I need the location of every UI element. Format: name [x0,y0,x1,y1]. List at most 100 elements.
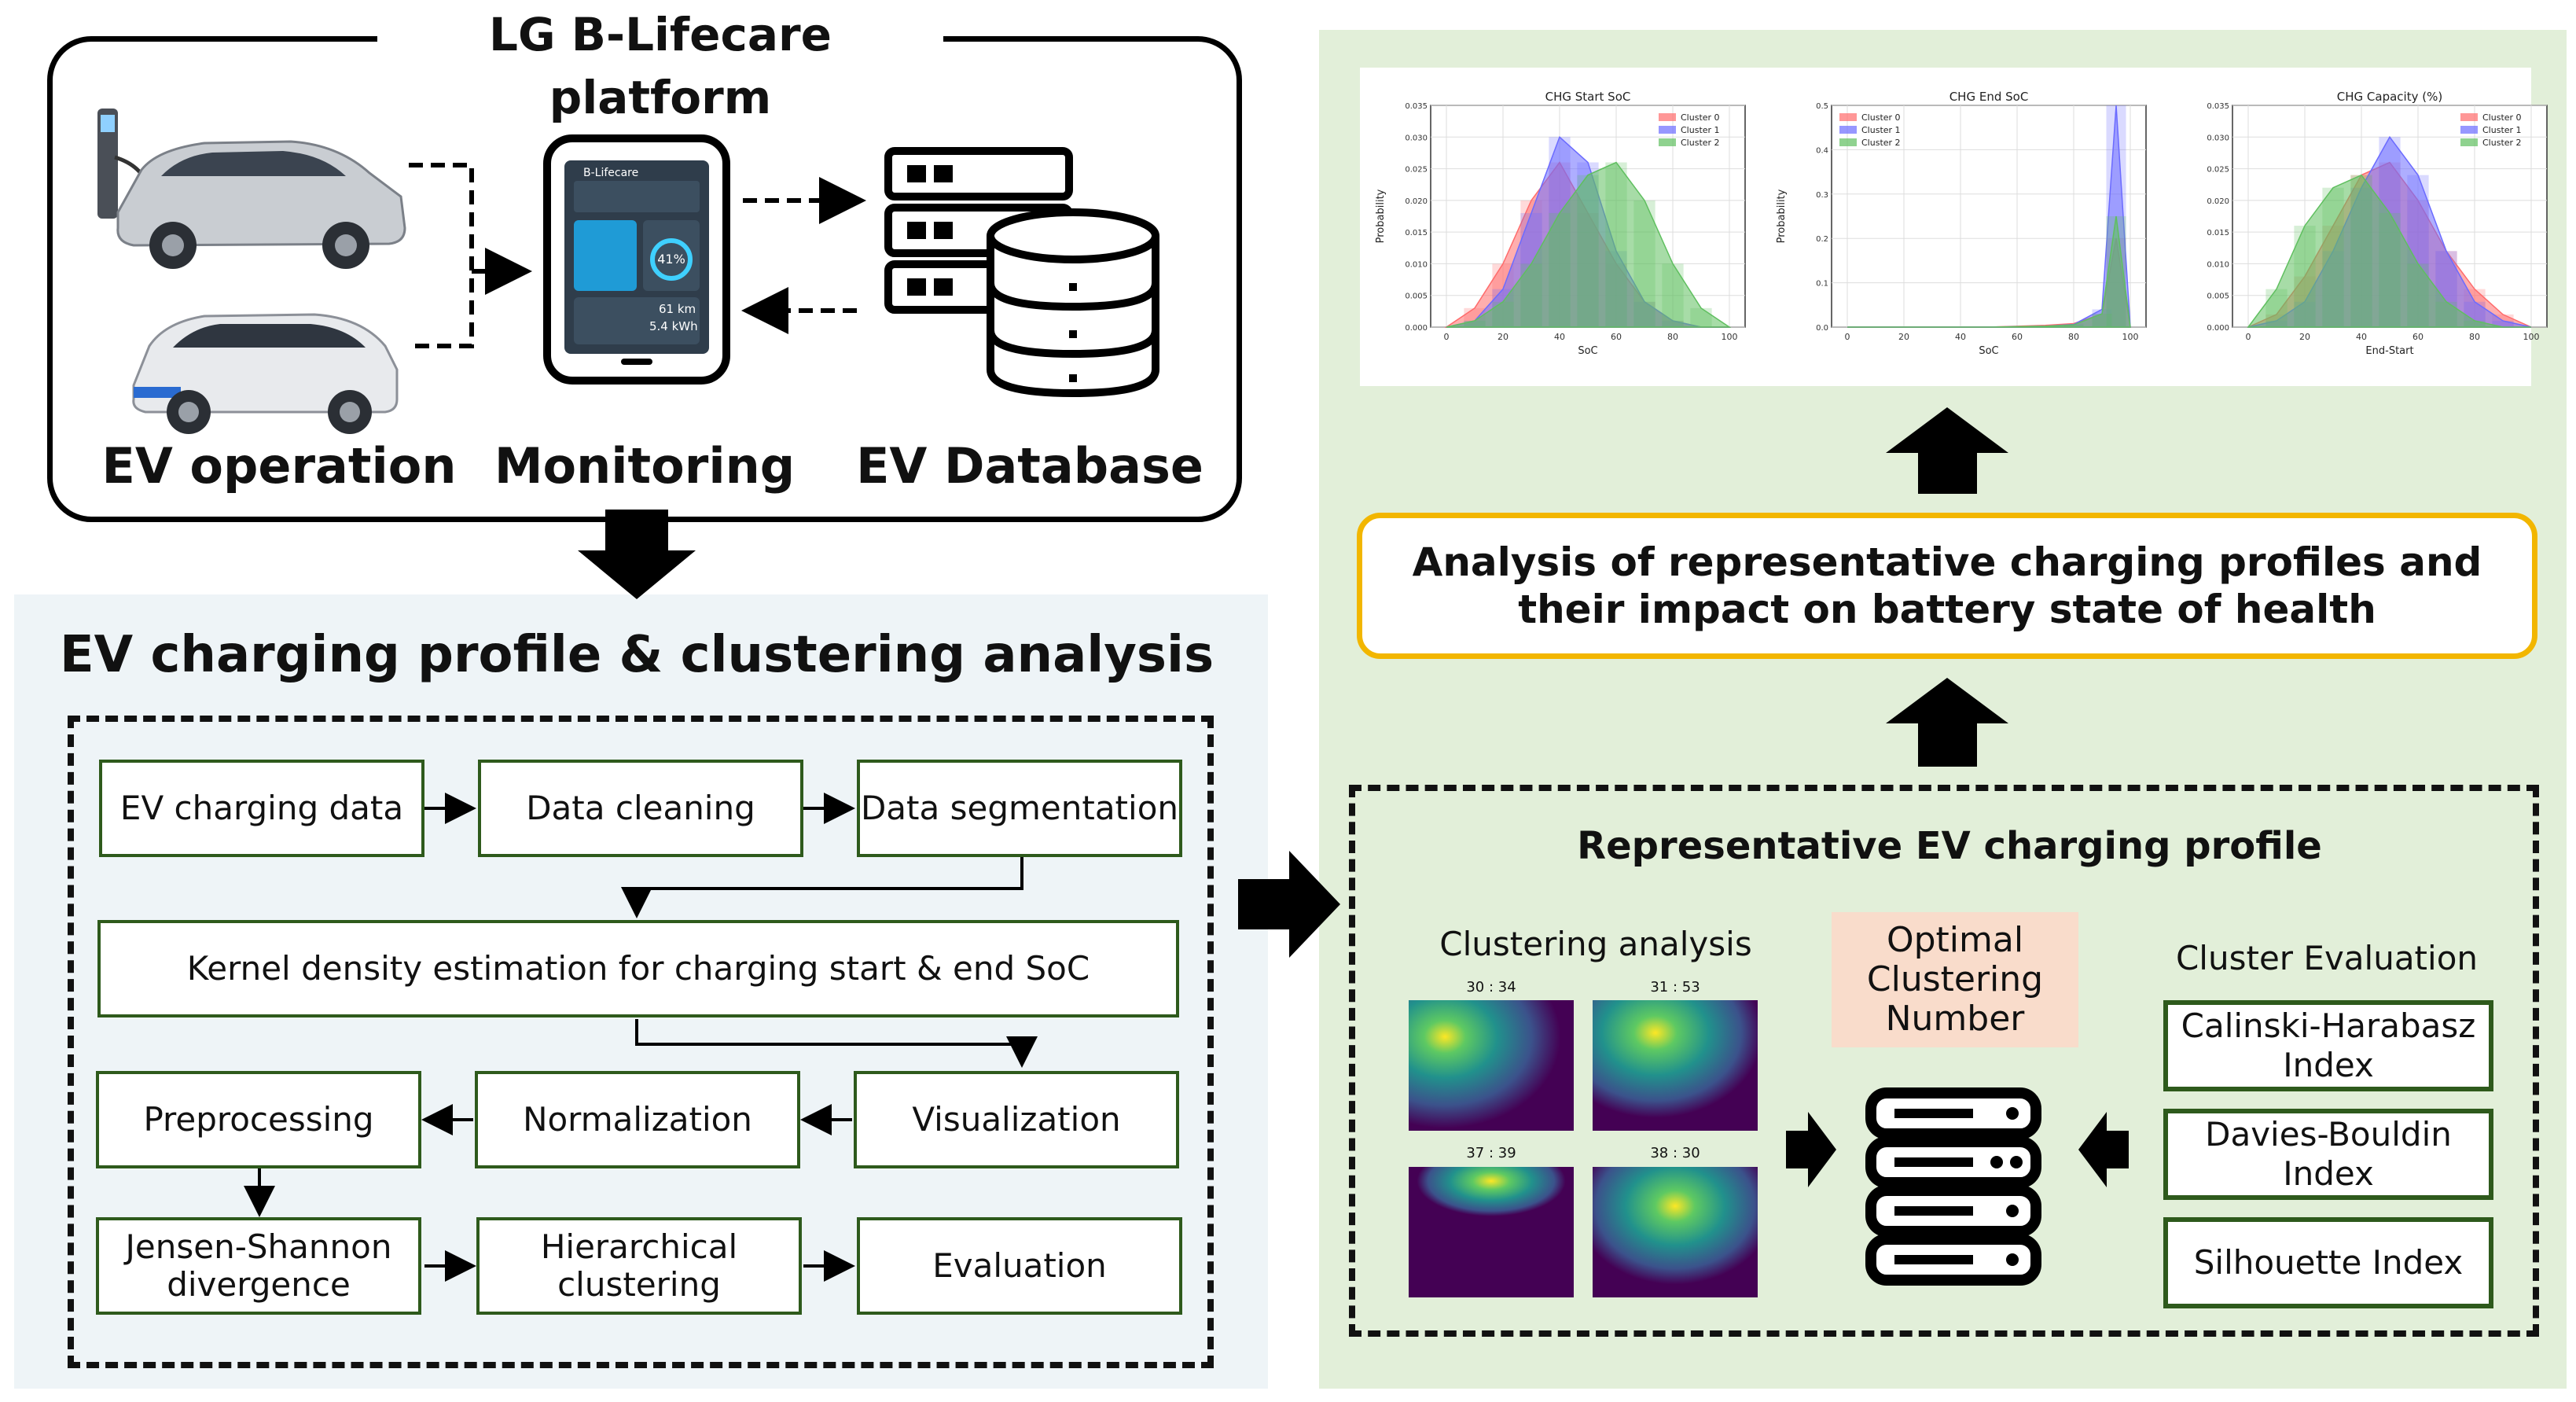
x-tick-label: 20 [2299,332,2310,342]
legend-swatch [2460,113,2478,121]
x-tick-label: 60 [2012,332,2023,342]
step-hierarchical-clustering: Hierarchical clustering [476,1217,802,1315]
phone-percent: 41% [657,252,685,267]
label-monitoring: Monitoring [494,437,796,495]
x-tick-label: 100 [2523,332,2540,342]
analysis-box: Analysis of representative charging prof… [1357,513,2537,659]
legend-label: Cluster 1 [1861,125,1901,135]
bar [2294,226,2316,327]
bar [2106,216,2126,327]
legend-label: Cluster 2 [1861,138,1901,148]
legend-swatch [1659,113,1676,121]
x-tick-label: 80 [1667,332,1678,342]
step-evaluation: Evaluation [857,1217,1182,1315]
heatmap-label-4: 38 : 30 [1650,1145,1700,1161]
y-tick-label: 0.4 [1816,146,1828,155]
y-tick-label: 0.030 [1405,134,1428,142]
x-tick-label: 20 [1898,332,1909,342]
bar [2407,263,2429,327]
ev-car-top-icon [116,140,406,269]
bar [1464,320,1486,327]
clustering-analysis-label: Clustering analysis [1439,925,1752,963]
chart-frame [1831,105,2147,328]
eval-davies-bouldin: Davies-Bouldin Index [2163,1109,2493,1200]
y-tick-label: 0.030 [2207,134,2229,142]
heatmap-3 [1409,1167,1574,1297]
y-tick-label: 0.005 [2207,293,2229,301]
step-data-cleaning: Data cleaning [478,760,803,857]
step-kde: Kernel density estimation for charging s… [97,920,1179,1017]
series-2-histogram [2247,174,2531,328]
legend-label: Cluster 1 [1681,125,1720,135]
heatmap-2 [1593,1000,1758,1131]
bar [2464,320,2486,327]
representative-dashed-box [1349,785,2539,1337]
x-tick-label: 40 [2356,332,2367,342]
heatmap-4 [1593,1167,1758,1297]
bar [1549,212,1571,327]
platform-title: LG B-Lifecare platform [377,3,943,124]
clustering-section-title: EV charging profile & clustering analysi… [59,626,1215,684]
bar [2035,326,2056,327]
chart-title: CHG Start SoC [1545,90,1631,104]
legend-swatch [2460,126,2478,134]
bar [2492,320,2514,327]
step-preprocessing: Preprocessing [96,1071,421,1168]
bar [2092,314,2112,327]
step-data-segmentation: Data segmentation [857,760,1182,857]
legend-swatch [1659,126,1676,134]
step-normalization: Normalization [475,1071,800,1168]
y-tick-label: 0.010 [1405,260,1428,269]
y-tick-label: 0.015 [1405,229,1428,237]
x-tick-label: 80 [2068,332,2079,342]
y-tick-label: 0.2 [1816,235,1828,244]
monitoring-phone-icon [543,134,730,385]
bar [2322,187,2344,327]
eval-calinski-harabasz: Calinski-Harabasz Index [2163,1000,2493,1091]
bar [2379,212,2401,327]
x-tick-label: 80 [2469,332,2480,342]
legend-label: Cluster 0 [1861,112,1901,123]
bar [1520,263,1542,327]
bar [1633,200,1655,327]
x-tick-label: 40 [1554,332,1565,342]
label-ev-operation: EV operation [101,437,457,495]
y-tick-label: 0.025 [1405,166,1428,175]
chart-title: CHG End SoC [1949,90,2029,104]
y-tick-label: 0.0 [1816,324,1828,333]
phone-distance: 61 km [659,302,696,316]
bar [2063,325,2084,327]
eval-silhouette: Silhouette Index [2163,1217,2493,1308]
legend-swatch [2460,138,2478,146]
heatmap-label-2: 31 : 53 [1650,979,1700,995]
bar [2350,175,2372,327]
legend-swatch [1839,138,1857,146]
y-tick-label: 0.035 [2207,102,2229,111]
legend-label: Cluster 0 [1681,112,1720,123]
x-tick-label: 40 [1955,332,1966,342]
bar [2435,301,2457,327]
server-icon [1865,1087,2041,1286]
ev-cars-illustration [97,109,406,434]
legend-label: Cluster 0 [2482,112,2522,123]
y-tick-label: 0.020 [1405,197,1428,206]
y-tick-label: 0.010 [2207,260,2229,269]
bar [1605,162,1627,327]
y-tick-label: 0.000 [1405,324,1428,333]
ev-database-icon [884,147,1159,398]
bar [2007,326,2027,327]
y-tick-label: 0.3 [1816,191,1828,200]
y-tick-label: 0.020 [2207,197,2229,206]
legend-label: Cluster 2 [1681,138,1720,148]
series-2-histogram [1446,161,1732,328]
x-axis-label: End-Start [2365,345,2413,357]
bar [1492,301,1514,327]
bar [1690,307,1712,327]
optimal-clustering-number: Optimal Clustering Number [1832,912,2078,1047]
charger-icon [97,109,152,219]
x-axis-label: SoC [1979,345,1998,357]
x-tick-label: 60 [1611,332,1622,342]
